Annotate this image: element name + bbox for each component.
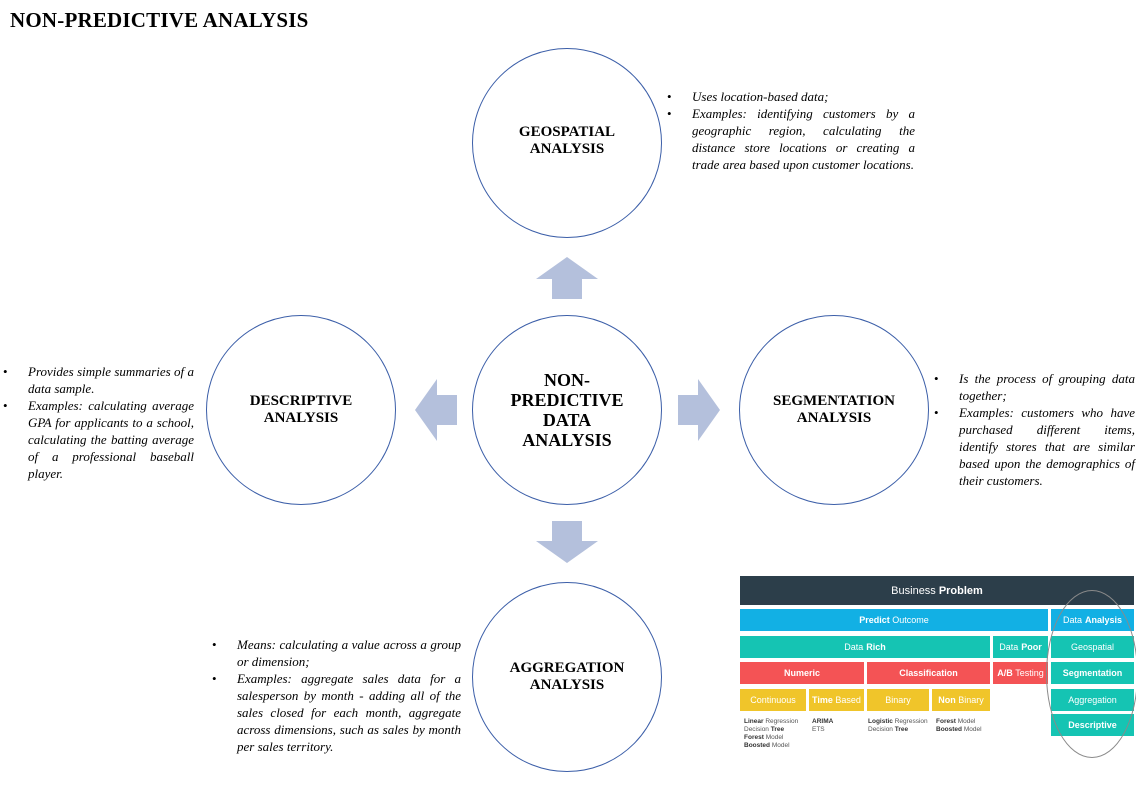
model-name: Forest (936, 718, 956, 725)
box-text: Data (999, 642, 1019, 652)
continuous-box: Continuous (740, 689, 806, 711)
ab-testing-box: A/B Testing (993, 662, 1048, 684)
bullet-item: Examples: aggregate sales data for a sal… (212, 670, 461, 755)
circle-label-line: ANALYSIS (529, 141, 605, 157)
non-binary-box: Non Binary (932, 689, 990, 711)
box-text: Binary (885, 695, 911, 705)
box-text-bold: Time (812, 695, 833, 705)
model-name: ARIMA (812, 718, 834, 725)
box-text-bold: Non (938, 695, 956, 705)
box-text: Data (844, 642, 864, 652)
bullet-item: Examples: customers who have purchased d… (934, 404, 1135, 489)
bullet-item: Examples: calculating average GPA for ap… (3, 397, 194, 482)
model-name: Model (765, 734, 784, 741)
model-list-non-binary: Forest Model Boosted Model (936, 718, 982, 734)
circle-label-line: ANALYSIS (529, 677, 605, 693)
model-name: Logistic (868, 718, 893, 725)
circle-label-line: DESCRIPTIVE (249, 393, 353, 409)
numeric-box: Numeric (740, 662, 864, 684)
circle-label-line: PREDICTIVE (510, 390, 624, 410)
highlight-ellipse (1046, 590, 1136, 758)
circle-label-line: DATA (542, 410, 592, 430)
header-text: Business (891, 584, 936, 597)
bullet-item: Examples: identifying customers by a geo… (667, 105, 915, 173)
box-text-bold: Predict (859, 615, 890, 625)
model-name: Linear (744, 718, 764, 725)
model-name: Decision (868, 726, 893, 733)
box-text-bold: Rich (866, 642, 886, 652)
model-name: Model (957, 718, 976, 725)
header-text-bold: Problem (938, 584, 983, 597)
box-text-bold: A/B (997, 668, 1013, 678)
model-name: Regression (765, 718, 799, 725)
model-name: Model (771, 742, 790, 749)
circle-label-line: NON- (544, 370, 590, 390)
classification-box: Classification (867, 662, 990, 684)
box-text-bold: Poor (1021, 642, 1042, 652)
circle-label-line: SEGMENTATION (773, 393, 895, 409)
segmentation-bullets: Is the process of grouping data together… (934, 370, 1135, 489)
model-name: Tree (770, 726, 785, 733)
box-text: Binary (958, 695, 984, 705)
arrow-up-icon (536, 257, 598, 299)
bullet-item: Is the process of grouping data together… (934, 370, 1135, 404)
binary-box: Binary (867, 689, 929, 711)
model-name: Forest (744, 734, 764, 741)
model-name: Boosted (936, 726, 962, 733)
predict-outcome-box: Predict Outcome (740, 609, 1048, 631)
geospatial-bullets: Uses location-based data; Examples: iden… (667, 88, 915, 173)
model-list-numeric: Linear Regression Decision Tree Forest M… (744, 718, 798, 750)
circle-label-line: ANALYSIS (263, 410, 339, 426)
bullet-item: Provides simple summaries of a data samp… (3, 363, 194, 397)
model-name: ETS (812, 726, 825, 733)
model-name: Boosted (744, 742, 770, 749)
box-text: Based (835, 695, 861, 705)
descriptive-bullets: Provides simple summaries of a data samp… (3, 363, 194, 482)
box-text: Continuous (750, 695, 796, 705)
bullet-item: Means: calculating a value across a grou… (212, 636, 461, 670)
arrow-right-icon (678, 379, 720, 441)
arrow-left-icon (415, 379, 457, 441)
arrow-down-icon (536, 521, 598, 563)
model-list-binary: Logistic Regression Decision Tree (868, 718, 928, 734)
model-name: Model (963, 726, 982, 733)
model-name: Tree (894, 726, 909, 733)
box-text: Outcome (892, 615, 929, 625)
box-text-bold: Classification (899, 668, 958, 678)
box-text: Testing (1015, 668, 1044, 678)
circle-label-line: ANALYSIS (796, 410, 872, 426)
aggregation-bullets: Means: calculating a value across a grou… (212, 636, 461, 755)
time-based-box: Time Based (809, 689, 864, 711)
circle-label-line: GEOSPATIAL (518, 124, 616, 140)
bullet-item: Uses location-based data; (667, 88, 915, 105)
circle-label-line: ANALYSIS (522, 430, 612, 450)
box-text-bold: Numeric (783, 668, 820, 678)
model-name: Regression (894, 718, 928, 725)
model-list-time-based: ARIMA ETS (812, 718, 833, 734)
circle-label-line: AGGREGATION (509, 660, 625, 676)
model-name: Decision (744, 726, 769, 733)
page-title: NON-PREDICTIVE ANALYSIS (10, 8, 309, 32)
